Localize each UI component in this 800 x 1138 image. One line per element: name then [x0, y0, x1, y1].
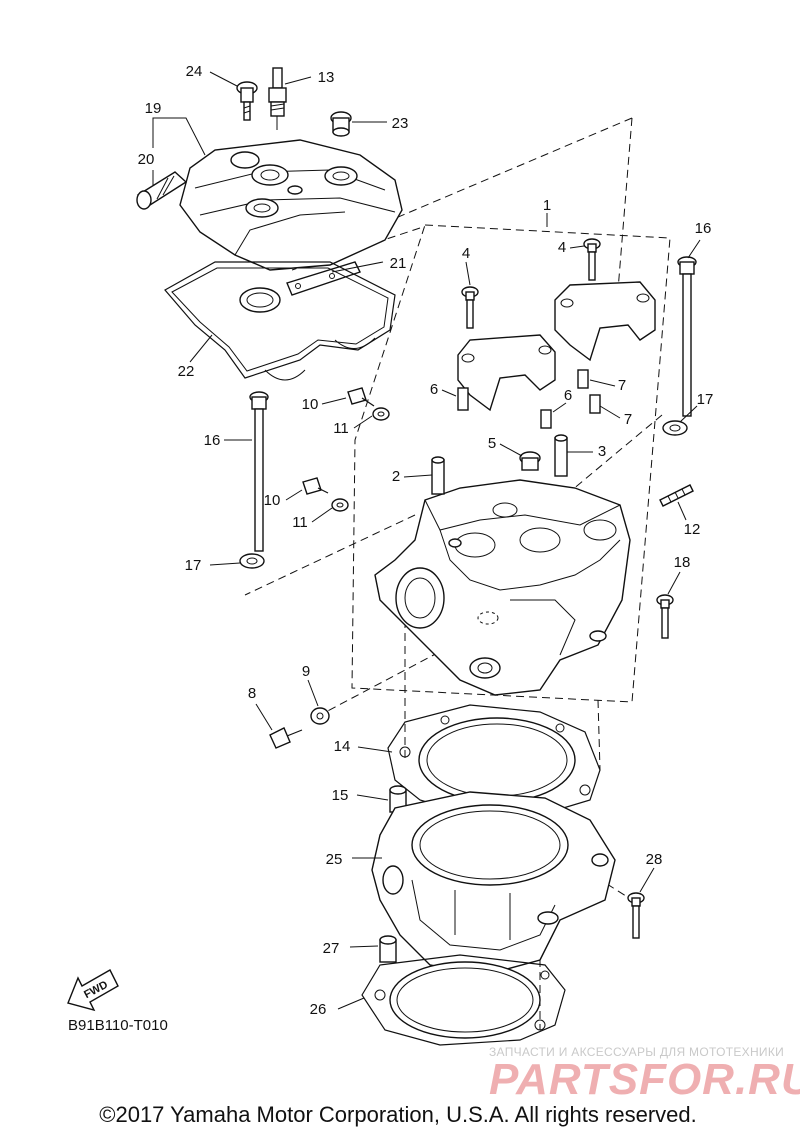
callout-11b: 11 — [292, 514, 308, 531]
head-cover-gasket — [164, 261, 396, 381]
callout-3: 3 — [598, 443, 606, 460]
cam-cap-bolts — [461, 238, 601, 329]
callout-14: 14 — [334, 738, 351, 755]
leader-lines — [152, 71, 701, 1010]
spark-plug — [268, 67, 287, 130]
callout-11a: 11 — [333, 420, 349, 437]
callout-24: 24 — [186, 63, 203, 80]
watermark-brand: PARTSFOR.RU — [489, 1055, 800, 1104]
valve-components — [431, 434, 568, 495]
watermark-tagline: ЗАПЧАСТИ И АКСЕССУАРЫ ДЛЯ МОТОТЕХНИКИ — [489, 1045, 784, 1059]
diagram-code: B91B110-T010 — [68, 1017, 168, 1034]
cylinder-head-gasket — [387, 704, 601, 816]
cover-bolt — [236, 81, 258, 121]
callout-2: 2 — [392, 468, 400, 485]
callout-1: 1 — [543, 197, 551, 214]
callout-6a: 6 — [430, 381, 438, 398]
callout-18: 18 — [674, 554, 691, 571]
callout-6b: 6 — [564, 387, 572, 404]
cylinder-base-gasket — [361, 954, 566, 1046]
washers — [239, 407, 688, 725]
callout-12: 12 — [684, 521, 701, 538]
callout-16a: 16 — [695, 220, 712, 237]
stud-bolt — [659, 484, 694, 507]
dowel-pins — [457, 369, 601, 429]
callout-8: 8 — [248, 685, 256, 702]
callout-20: 20 — [138, 151, 155, 168]
callout-27: 27 — [323, 940, 340, 957]
breather-pipe — [136, 171, 188, 210]
callout-7b: 7 — [624, 411, 632, 428]
callout-4b: 4 — [558, 239, 566, 256]
cylinder-head — [374, 479, 631, 696]
camshaft-cap-left — [457, 334, 556, 412]
callout-28: 28 — [646, 851, 663, 868]
cylinder-head-cover — [179, 139, 403, 271]
callout-25: 25 — [326, 851, 343, 868]
callout-17a: 17 — [697, 391, 714, 408]
callout-15: 15 — [332, 787, 349, 804]
callout-17b: 17 — [185, 557, 202, 574]
callout-13: 13 — [318, 69, 335, 86]
callout-10a: 10 — [302, 396, 319, 413]
callout-19: 19 — [145, 100, 162, 117]
camshaft-cap-right — [554, 281, 656, 362]
forward-arrow-icon: FWD — [67, 969, 119, 1012]
callout-9: 9 — [302, 663, 310, 680]
copyright-notice: ©2017 Yamaha Motor Corporation, U.S.A. A… — [99, 1102, 696, 1127]
callout-4a: 4 — [462, 245, 470, 262]
dowel-pin-lower — [379, 935, 397, 963]
cylinder — [371, 791, 616, 976]
callout-23: 23 — [392, 115, 409, 132]
callout-10b: 10 — [264, 492, 281, 509]
callout-21: 21 — [390, 255, 407, 272]
small-bolts — [269, 387, 674, 939]
cap-plug — [330, 111, 352, 137]
callout-16b: 16 — [204, 432, 221, 449]
callout-7a: 7 — [618, 377, 626, 394]
callout-26: 26 — [310, 1001, 327, 1018]
callout-22: 22 — [178, 363, 195, 380]
callout-5: 5 — [488, 435, 496, 452]
callout-labels: 1 2 3 4 4 5 6 6 7 7 8 9 10 10 11 11 12 1… — [138, 63, 714, 1018]
